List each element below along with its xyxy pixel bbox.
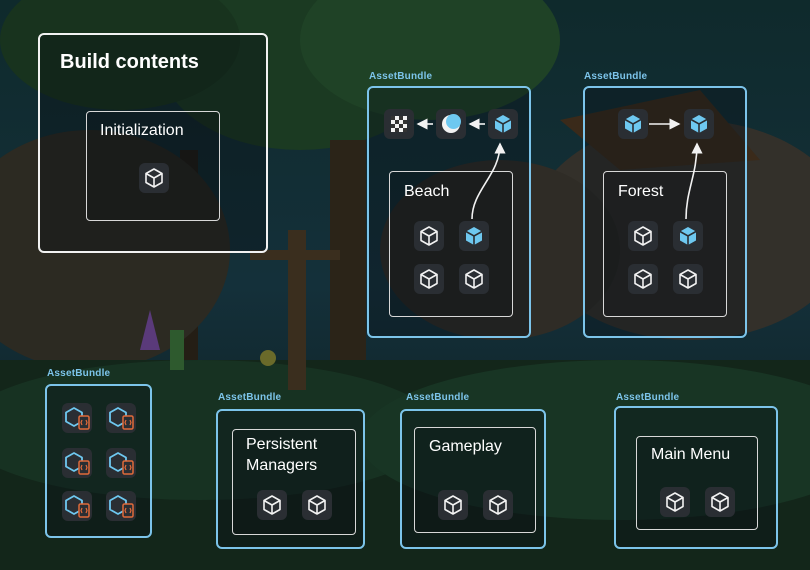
bundle-tag-scripts: AssetBundle bbox=[47, 368, 111, 379]
cube-icon bbox=[414, 264, 444, 294]
cube-icon bbox=[302, 490, 332, 520]
prefab-icon bbox=[459, 221, 489, 251]
cube-icon bbox=[459, 264, 489, 294]
cube-icon bbox=[673, 264, 703, 294]
cube-icon bbox=[483, 490, 513, 520]
gameplay-bundle-box: Gameplay bbox=[400, 409, 546, 549]
cube-icon bbox=[257, 490, 287, 520]
script-prefab-icon bbox=[106, 448, 136, 478]
initialization-title: Initialization bbox=[100, 122, 184, 139]
cube-icon bbox=[628, 221, 658, 251]
bundle-tag-beach: AssetBundle bbox=[369, 71, 433, 82]
main-menu-title: Main Menu bbox=[651, 446, 731, 463]
prefab-icon bbox=[673, 221, 703, 251]
cube-icon bbox=[705, 487, 735, 517]
persistent-title-line2: Managers bbox=[246, 457, 318, 474]
prefab-icon bbox=[488, 109, 518, 139]
beach-scene-box: Beach bbox=[389, 171, 513, 317]
bundle-tag-main-menu: AssetBundle bbox=[616, 392, 680, 403]
cube-icon bbox=[628, 264, 658, 294]
cube-icon bbox=[139, 163, 169, 193]
bundle-tag-forest: AssetBundle bbox=[584, 71, 648, 82]
script-prefab-icon bbox=[62, 448, 92, 478]
cube-icon bbox=[660, 487, 690, 517]
prefab-icon bbox=[684, 109, 714, 139]
forest-title: Forest bbox=[618, 183, 664, 200]
script-prefab-icon bbox=[62, 491, 92, 521]
gameplay-scene-box: Gameplay bbox=[414, 427, 536, 533]
build-contents-box: Build contents Initialization bbox=[38, 33, 268, 253]
cube-icon bbox=[438, 490, 468, 520]
persistent-managers-scene-box: Persistent Managers bbox=[232, 429, 356, 535]
gameplay-title: Gameplay bbox=[429, 438, 502, 455]
forest-scene-box: Forest bbox=[603, 171, 727, 317]
script-prefab-icon bbox=[62, 403, 92, 433]
main-menu-scene-box: Main Menu bbox=[636, 436, 758, 530]
scripts-bundle-box bbox=[45, 384, 152, 538]
persistent-title-line1: Persistent bbox=[246, 436, 318, 453]
main-menu-bundle-box: Main Menu bbox=[614, 406, 778, 549]
script-prefab-icon bbox=[106, 403, 136, 433]
beach-bundle-box: Beach bbox=[367, 86, 531, 338]
persistent-bundle-box: Persistent Managers bbox=[216, 409, 365, 549]
build-contents-title: Build contents bbox=[60, 51, 199, 73]
beach-title: Beach bbox=[404, 183, 450, 200]
cube-icon bbox=[414, 221, 444, 251]
script-prefab-icon bbox=[106, 491, 136, 521]
bundle-tag-persistent: AssetBundle bbox=[218, 392, 282, 403]
initialization-scene-box: Initialization bbox=[86, 111, 220, 221]
bundle-tag-gameplay: AssetBundle bbox=[406, 392, 470, 403]
material-icon bbox=[436, 109, 466, 139]
texture-icon bbox=[384, 109, 414, 139]
forest-bundle-box: Forest bbox=[583, 86, 747, 338]
prefab-icon bbox=[618, 109, 648, 139]
